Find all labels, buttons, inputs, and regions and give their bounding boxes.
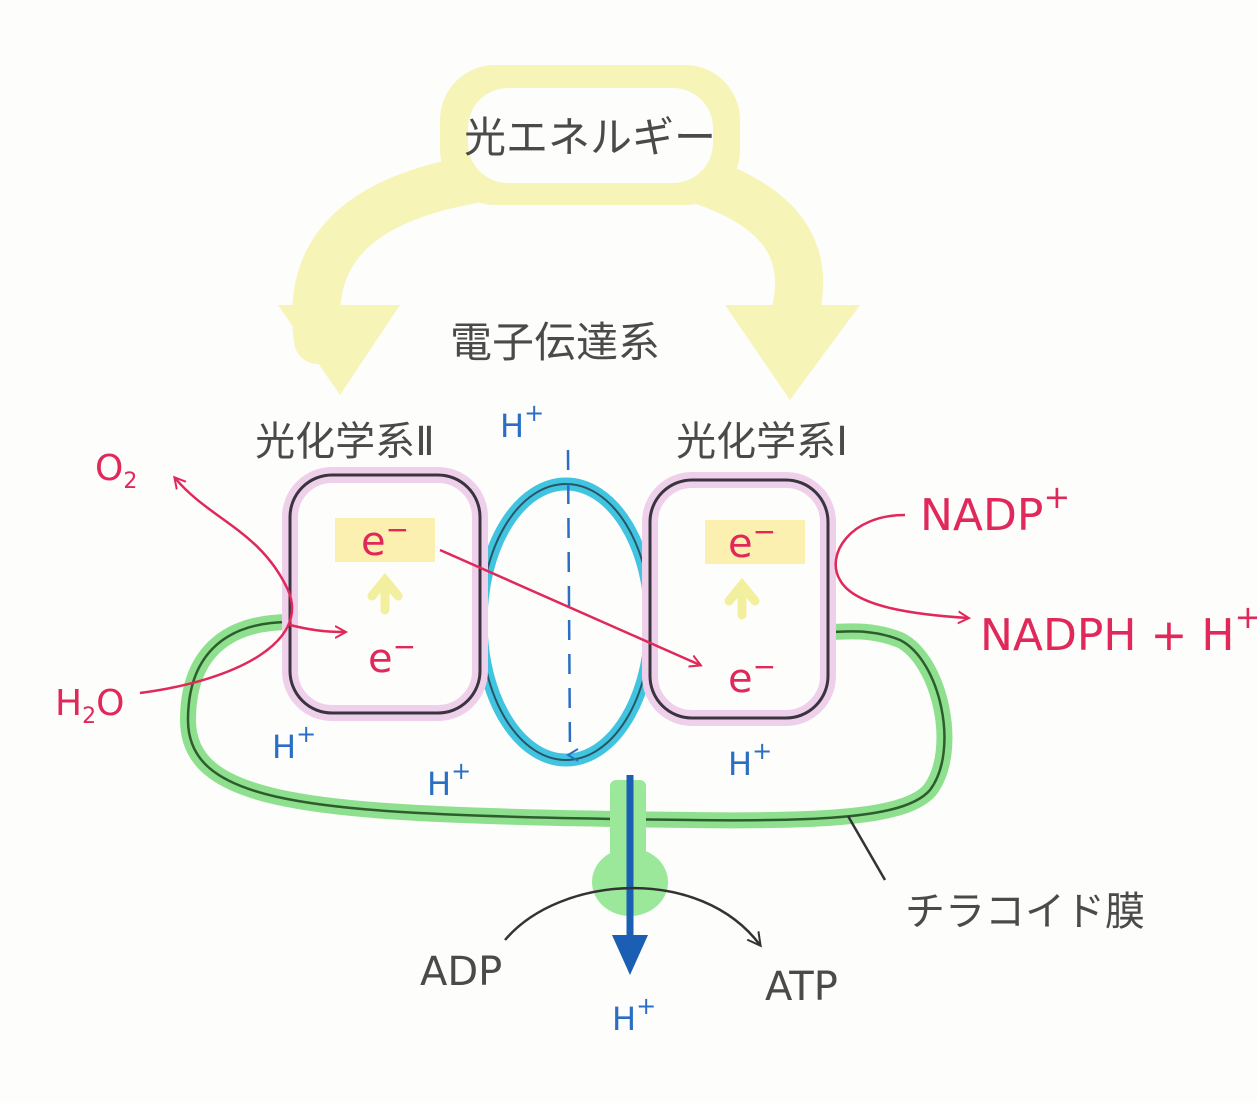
light-arrow-right <box>676 156 824 354</box>
water-electron-arrow <box>289 623 345 632</box>
atp-synthase <box>592 775 668 975</box>
membrane-label: チラコイド膜 <box>905 889 1145 935</box>
ps2-excited-electron: e− <box>361 513 409 565</box>
o2-label: O2 <box>95 448 137 494</box>
electron-transfer-arrow <box>439 548 700 665</box>
nadp-reduction-arrow <box>834 513 968 618</box>
light-energy-group: 光エネルギー <box>278 65 860 400</box>
hplus-left: H+ <box>272 720 316 766</box>
h2o-label: H2O <box>55 683 124 729</box>
ps1-label: 光化学系Ⅰ <box>676 419 848 465</box>
adp-label: ADP <box>420 949 502 995</box>
light-arrowhead-right <box>725 305 860 400</box>
ps2-excitation-arrow <box>367 572 403 615</box>
cytochrome-complex <box>474 477 658 767</box>
nadph-label: NADPH + H+ <box>980 598 1257 661</box>
ps1-excitation-arrow <box>724 577 760 620</box>
hplus-bottom: H+ <box>612 992 656 1038</box>
light-energy-label: 光エネルギー <box>464 113 716 162</box>
hplus-mid: H+ <box>427 757 471 803</box>
adp-to-atp-arrow <box>504 886 760 945</box>
atp-label: ATP <box>765 964 838 1010</box>
ps1-ground-electron: e− <box>728 650 776 702</box>
membrane-leader-line <box>846 815 887 881</box>
photosystem-2: e− e− <box>282 467 488 721</box>
water-split-arrow <box>139 478 294 695</box>
nadp-label: NADP+ <box>920 478 1070 541</box>
etc-title: 電子伝達系 <box>450 318 660 367</box>
ps1-excited-highlight <box>705 520 805 564</box>
ps2-label: 光化学系Ⅱ <box>255 419 435 465</box>
ps2-ground-electron: e− <box>368 630 416 682</box>
ps1-excited-electron: e− <box>728 515 776 567</box>
proton-pump-arrow <box>566 449 579 762</box>
ps1-box <box>648 478 830 720</box>
ps2-excited-highlight <box>335 518 435 562</box>
photosystem-1: e− e− <box>642 472 836 726</box>
light-arrowhead-left <box>278 305 400 395</box>
hplus-top: H+ <box>500 399 544 445</box>
hplus-right: H+ <box>728 737 772 783</box>
